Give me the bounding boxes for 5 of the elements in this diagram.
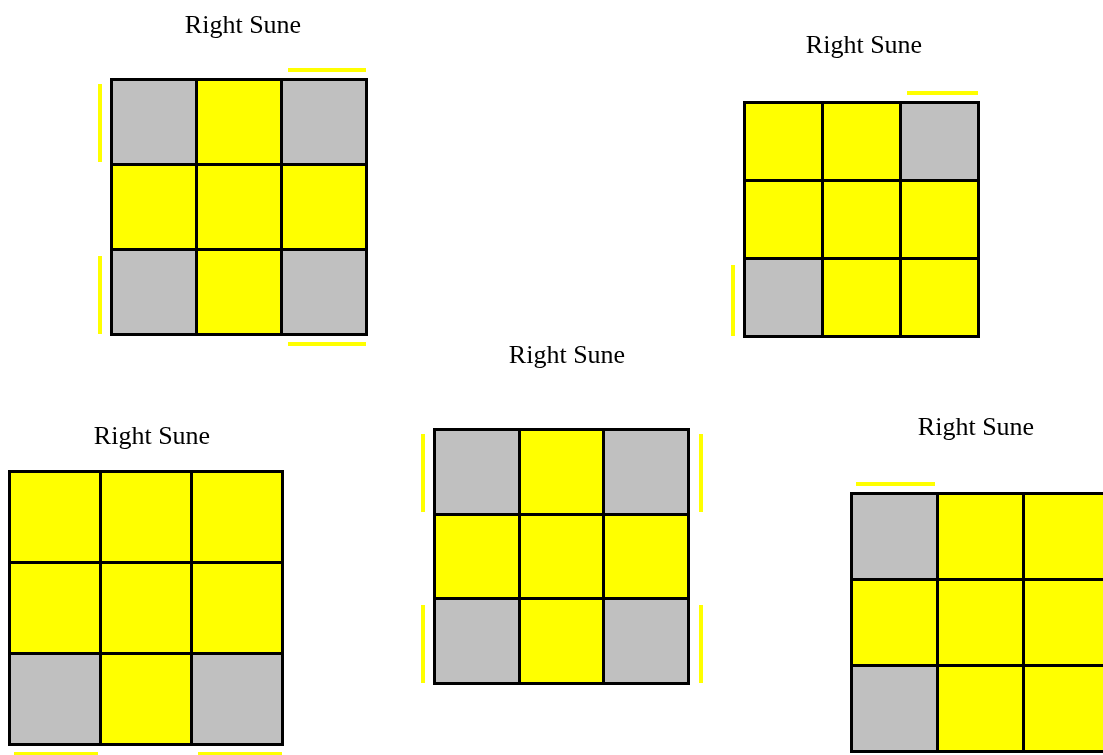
cube-label: Right Sune [917, 411, 1035, 443]
cube-label: Right Sune [805, 29, 923, 61]
cube-label: Right Sune [93, 420, 211, 452]
cube-label: Right Sune [508, 339, 626, 371]
cube-label: Right Sune [184, 9, 302, 41]
